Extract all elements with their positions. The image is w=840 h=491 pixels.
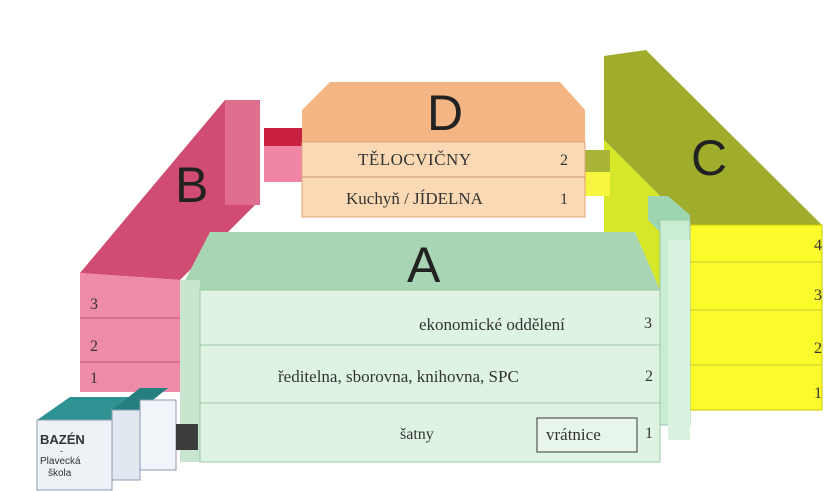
building-a-floor-3-number: 3 (644, 315, 652, 332)
building-d-letter: D (427, 85, 464, 141)
building-c-floor-2: 2 (814, 340, 822, 357)
building-a-floor-3-label: ekonomické oddělení (419, 315, 565, 334)
building-a-floor-2-label: ředitelna, sborovna, knihovna, SPC (278, 367, 519, 386)
building-d-floor-2-number: 2 (560, 152, 568, 169)
building-d-wall (301, 141, 586, 218)
building-c-floor-1: 1 (814, 385, 822, 402)
vratnice-box (536, 417, 638, 453)
building-c-floor-4: 4 (814, 237, 822, 254)
pool-name: BAZÉN (40, 432, 85, 447)
connector-d-c-top (582, 150, 610, 172)
building-b-floor-1: 1 (90, 370, 98, 387)
building-a-tower-front (668, 240, 690, 440)
building-d-floor-2-label: TĚLOCVIČNY (358, 150, 472, 169)
building-a-floor-1-number: 1 (645, 425, 653, 442)
building-a-roof (180, 232, 660, 290)
pool-wall-mid (111, 409, 141, 481)
building-b-floor-2: 2 (90, 338, 98, 355)
building-a-floor-2-number: 2 (645, 368, 653, 385)
building-c-front (688, 224, 823, 411)
building-b-floor-3: 3 (90, 296, 98, 313)
connector-b-d-wall (264, 146, 306, 182)
building-c-letter: C (691, 130, 728, 186)
pool-subtitle-line2: škola (48, 468, 72, 479)
building-b-letter: B (175, 157, 209, 213)
pool-dark-block (176, 424, 198, 450)
pool-wall-main (36, 419, 113, 491)
building-d-floor-1-label: Kuchyň / JÍDELNA (346, 189, 483, 208)
connector-b-d-top (264, 128, 306, 146)
building-a-left-side (180, 280, 200, 462)
building-c-floor-3: 3 (814, 287, 822, 304)
building-b-back (225, 100, 260, 205)
pool-subtitle-line1: Plavecká (40, 456, 81, 467)
pool-dash: - (60, 446, 63, 456)
building-a-letter: A (407, 237, 441, 293)
building-d-floor-1-number: 1 (560, 191, 568, 208)
pool-roof-2 (112, 388, 168, 410)
vratnice-label: vrátnice (546, 425, 601, 444)
building-d-roof (302, 82, 585, 142)
pool-wall-right (139, 399, 177, 471)
building-a-floor-1-label: šatny (400, 426, 434, 443)
connector-d-c-wall (582, 172, 610, 196)
